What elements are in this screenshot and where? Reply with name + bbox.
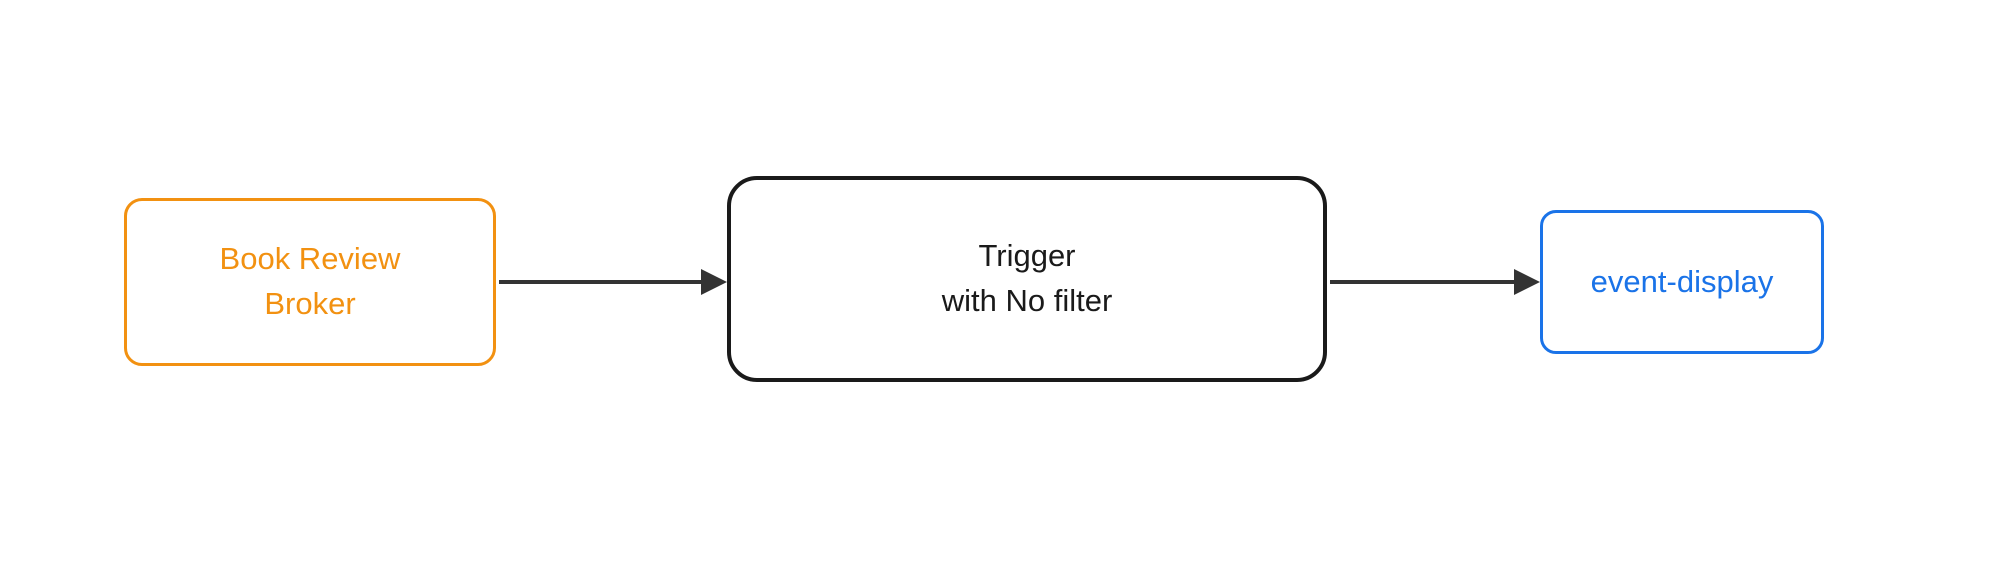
edge-line: [1330, 280, 1517, 284]
node-label-line: event-display: [1590, 263, 1774, 299]
node-event-display: event-display: [1540, 210, 1824, 354]
node-label-line: Trigger: [978, 238, 1076, 274]
edge-line: [499, 280, 704, 284]
node-label-line: Broker: [264, 286, 356, 321]
arrowhead-icon: [1514, 269, 1540, 295]
arrowhead-icon: [701, 269, 727, 295]
node-label-line: with No filter: [941, 283, 1113, 318]
node-book-review-broker: Book Review Broker: [124, 198, 496, 366]
node-label-line: Book Review: [219, 241, 401, 277]
node-trigger-with-no-filter: Trigger with No filter: [727, 176, 1327, 382]
